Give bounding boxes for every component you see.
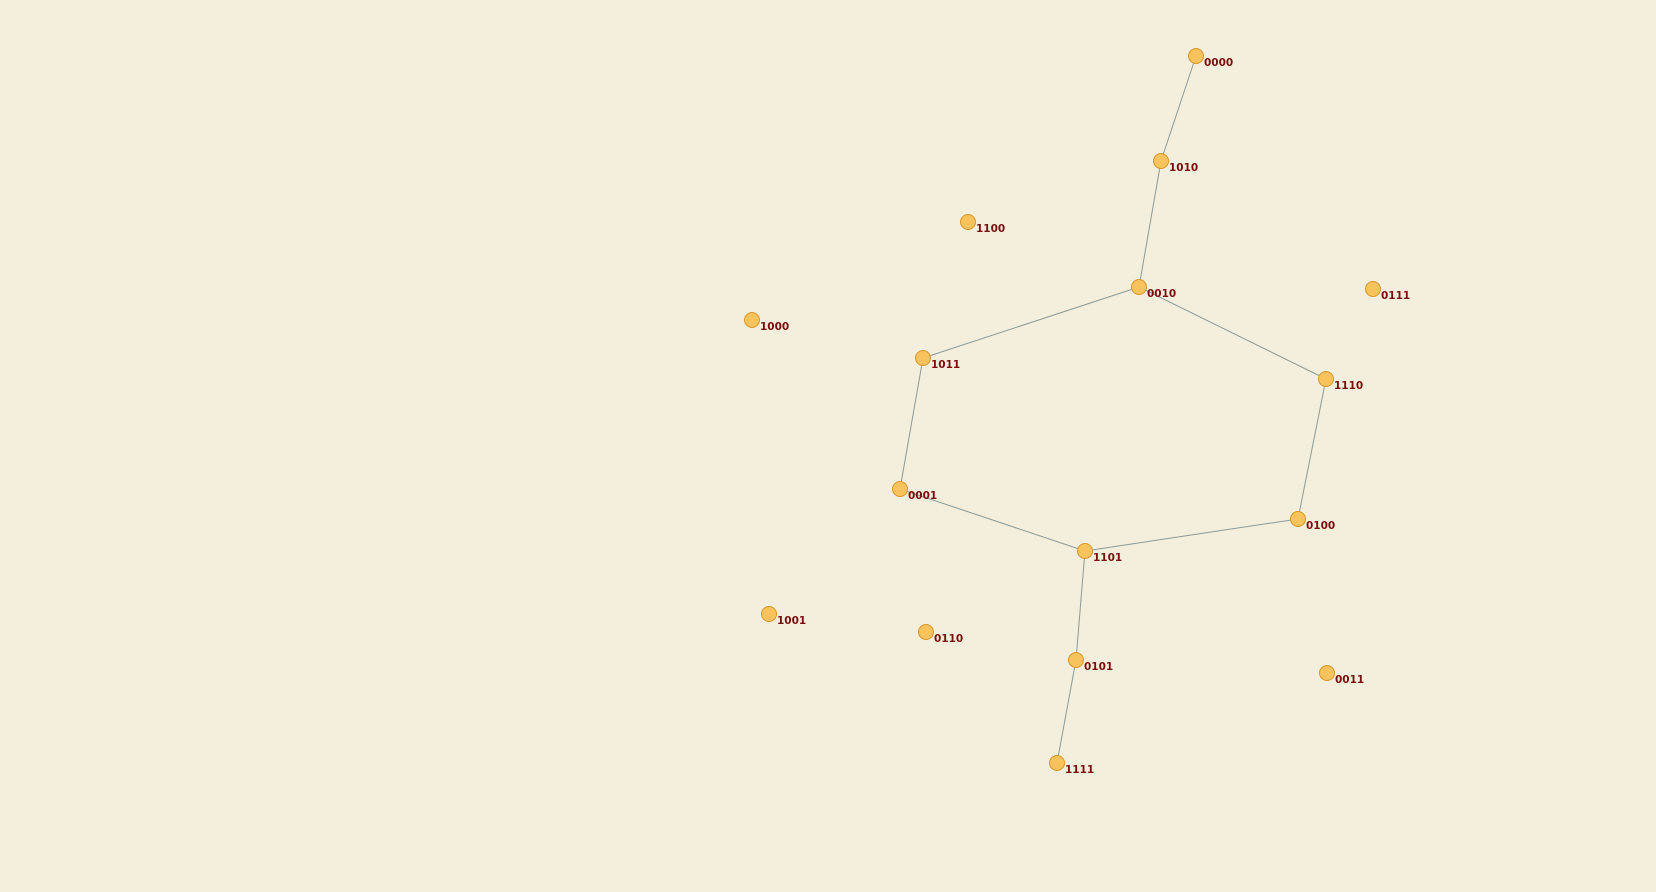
node-0100[interactable]: 0100	[1290, 511, 1336, 533]
node-0010[interactable]: 0010	[1131, 279, 1177, 301]
node-label: 0101	[1084, 661, 1113, 673]
edge-1110-0100	[1297, 378, 1327, 520]
node-circle[interactable]	[915, 350, 931, 366]
node-circle[interactable]	[1068, 652, 1084, 668]
node-circle[interactable]	[1049, 755, 1065, 771]
node-circle[interactable]	[1077, 543, 1093, 559]
node-label: 1110	[1334, 380, 1363, 392]
node-circle[interactable]	[1319, 665, 1335, 681]
node-label: 0111	[1381, 290, 1410, 302]
node-label: 0011	[1335, 674, 1364, 686]
node-circle[interactable]	[1131, 279, 1147, 295]
node-1010[interactable]: 1010	[1153, 153, 1199, 175]
node-circle[interactable]	[918, 624, 934, 640]
node-label: 1100	[976, 223, 1005, 235]
nodes-layer: 0000 1010 1100 0010 0111 1000 1011 1110 0001 0100…	[744, 48, 1411, 777]
node-label: 0100	[1306, 520, 1335, 532]
node-circle[interactable]	[1365, 281, 1381, 297]
edge-0101-1111	[1056, 659, 1077, 764]
edge-1011-0001	[899, 357, 924, 490]
node-circle[interactable]	[1318, 371, 1334, 387]
edge-0010-1011	[922, 286, 1140, 359]
node-1110[interactable]: 1110	[1318, 371, 1364, 393]
edges-layer	[899, 55, 1327, 764]
edge-1010-0010	[1138, 160, 1162, 288]
node-label: 0001	[908, 490, 937, 502]
node-1000[interactable]: 1000	[744, 312, 790, 334]
node-1100[interactable]: 1100	[960, 214, 1006, 236]
node-circle[interactable]	[1188, 48, 1204, 64]
node-0011[interactable]: 0011	[1319, 665, 1365, 687]
node-0111[interactable]: 0111	[1365, 281, 1411, 303]
node-1111[interactable]: 1111	[1049, 755, 1095, 777]
node-label: 1111	[1065, 764, 1094, 776]
node-circle[interactable]	[1153, 153, 1169, 169]
node-label: 1101	[1093, 552, 1122, 564]
node-1101[interactable]: 1101	[1077, 543, 1123, 565]
node-label: 0000	[1204, 57, 1233, 69]
node-circle[interactable]	[892, 481, 908, 497]
node-label: 0110	[934, 633, 963, 645]
node-label: 1010	[1169, 162, 1198, 174]
edge-0010-1110	[1138, 286, 1327, 380]
edge-0000-1010	[1160, 55, 1197, 162]
edge-0100-1101	[1084, 518, 1299, 552]
node-0101[interactable]: 0101	[1068, 652, 1114, 674]
node-circle[interactable]	[761, 606, 777, 622]
node-circle[interactable]	[960, 214, 976, 230]
edge-0001-1101	[899, 488, 1086, 552]
node-1001[interactable]: 1001	[761, 606, 807, 628]
node-label: 1011	[931, 359, 960, 371]
node-label: 1000	[760, 321, 789, 333]
node-0110[interactable]: 0110	[918, 624, 964, 646]
node-0001[interactable]: 0001	[892, 481, 938, 503]
edge-1101-0101	[1075, 550, 1086, 661]
node-circle[interactable]	[744, 312, 760, 328]
node-label: 1001	[777, 615, 806, 627]
node-circle[interactable]	[1290, 511, 1306, 527]
node-label: 0010	[1147, 288, 1176, 300]
node-1011[interactable]: 1011	[915, 350, 961, 372]
node-0000[interactable]: 0000	[1188, 48, 1234, 70]
